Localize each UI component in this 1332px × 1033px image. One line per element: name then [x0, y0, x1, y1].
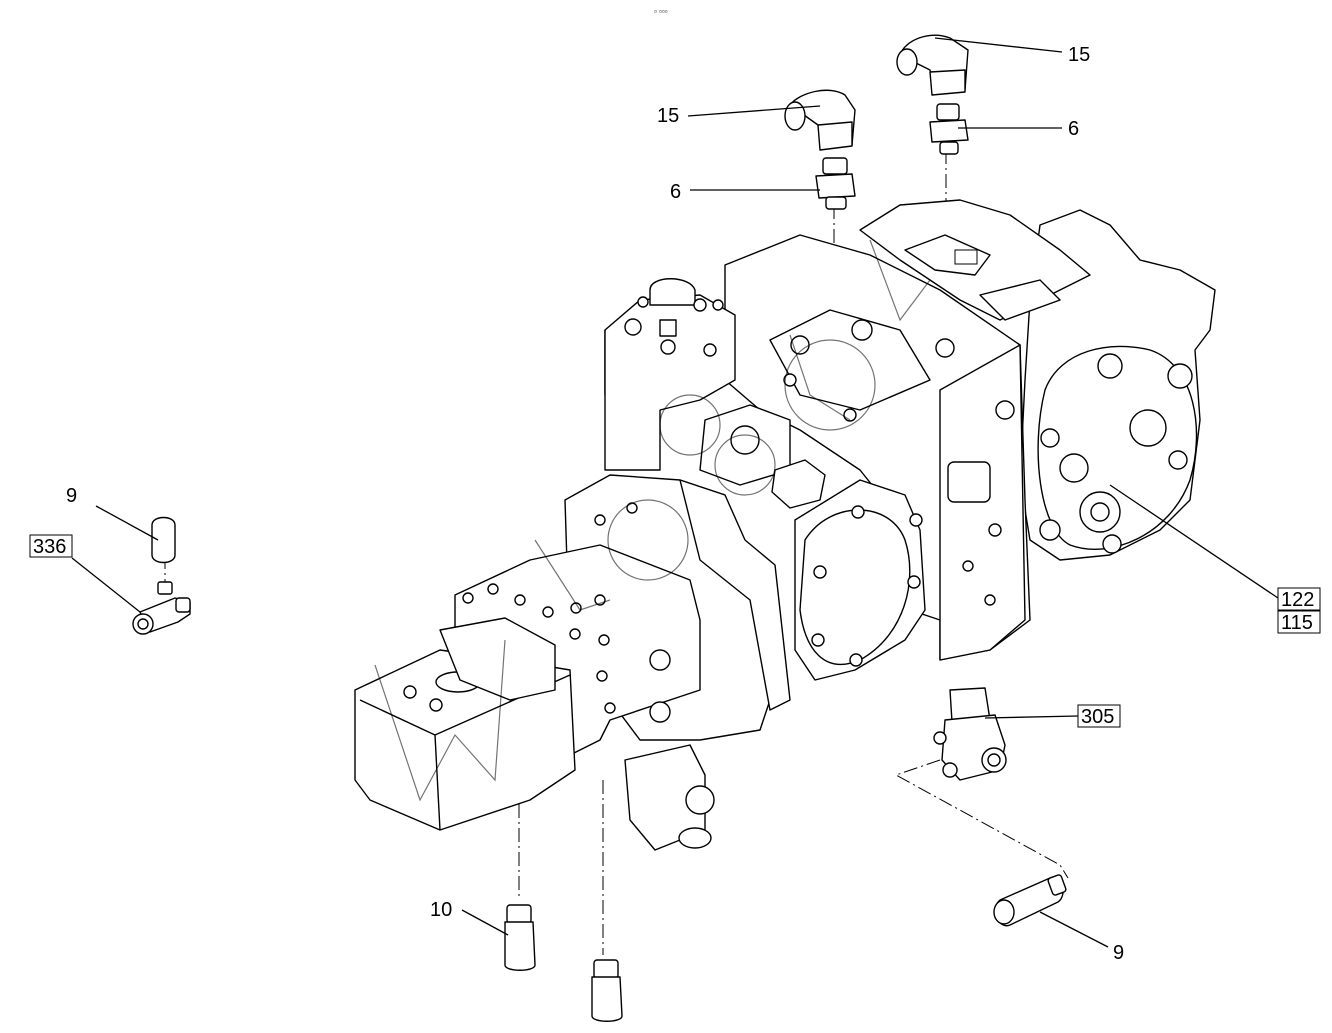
callout-305-box — [1077, 704, 1121, 728]
main-pump-assembly — [354, 199, 1216, 851]
adapter-fitting-6-right — [929, 103, 969, 155]
callout-10: 10 — [430, 899, 452, 921]
callout-122-box — [1277, 587, 1321, 611]
callout-115-box — [1277, 610, 1321, 634]
plug-fitting-9-bottom — [993, 874, 1067, 927]
callout-9-bottom: 9 — [1113, 942, 1124, 964]
callout-6-right: 6 — [1068, 118, 1079, 140]
plug-fitting-10 — [504, 904, 536, 971]
header-mark: ▫ ▫▫▫ — [654, 7, 668, 16]
elbow-fitting-15-top — [896, 34, 969, 96]
adapter-fitting-6-left — [815, 157, 856, 210]
callout-305: 305 — [1081, 706, 1114, 728]
callout-115: 115 — [1281, 612, 1313, 634]
callout-15-top: 15 — [1068, 44, 1090, 66]
callout-336-box — [29, 534, 73, 558]
callout-122: 122 — [1281, 589, 1314, 611]
tee-fitting-305 — [933, 687, 1007, 781]
callout-336: 336 — [33, 536, 66, 558]
elbow-fitting-15-left — [784, 89, 856, 151]
leader-lines — [71, 37, 1279, 948]
callout-6-left: 6 — [670, 181, 681, 203]
tee-fitting-336 — [132, 516, 191, 635]
callout-9-left: 9 — [66, 485, 77, 507]
callout-15-left: 15 — [657, 105, 679, 127]
plug-fitting-bottom-center — [591, 959, 623, 1022]
